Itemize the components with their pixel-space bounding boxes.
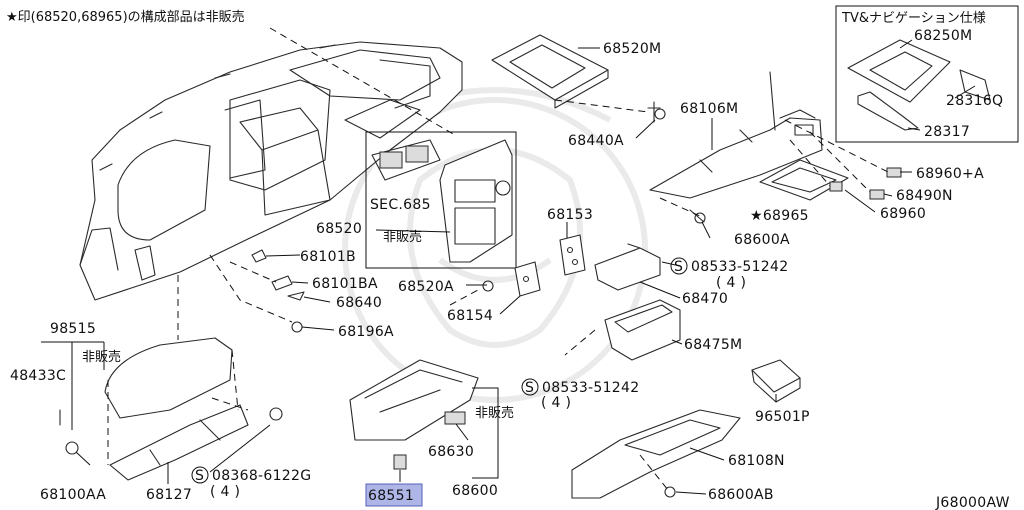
part-label-28316Q[interactable]: 28316Q: [946, 93, 1003, 109]
part-label-68600[interactable]: 68600: [452, 483, 498, 499]
lid-98515: [104, 337, 233, 419]
not-sold-label-glovebox: 非販売: [475, 405, 514, 421]
screw-symbol-b: S: [525, 380, 534, 396]
screw-spec-08533-a[interactable]: S 08533-51242 ( 4 ): [670, 257, 788, 291]
damper-68100AA: [65, 441, 79, 455]
part-label-68440A[interactable]: 68440A: [568, 133, 624, 149]
small-clips: [251, 249, 305, 333]
screw-68440A: [647, 101, 666, 123]
part-label-68101BA[interactable]: 68101BA: [312, 276, 378, 292]
part-label-68101B[interactable]: 68101B: [300, 249, 356, 265]
part-label-28317[interactable]: 28317: [924, 124, 970, 140]
latch-68551: [393, 454, 407, 470]
part-label-68551[interactable]: 68551: [368, 488, 414, 504]
part-label-68640[interactable]: 68640: [336, 295, 382, 311]
part-label-68470[interactable]: 68470: [682, 291, 728, 307]
frame-68127: [109, 404, 249, 481]
bracket-68153: [559, 234, 586, 276]
highlight-68551: [365, 483, 423, 507]
part-label-48433C[interactable]: 48433C: [10, 368, 66, 384]
screw-symbol-c: S: [195, 468, 204, 484]
part-label-08368-6122G[interactable]: 08368-6122G: [212, 468, 311, 484]
leader-lines: [41, 39, 976, 495]
note-text: ★印(68520,68965)の構成部品は非販売: [6, 9, 245, 25]
part-label-68520M[interactable]: 68520M: [603, 41, 661, 57]
diagram-code: J68000AW: [935, 495, 1010, 510]
part-label-96501P[interactable]: 96501P: [755, 409, 810, 425]
screw-symbol-a: S: [674, 259, 683, 275]
part-label-68600AB[interactable]: 68600AB: [708, 487, 774, 503]
tv-nav-box: [835, 5, 1019, 143]
quantity-c: ( 4 ): [210, 484, 240, 500]
screw-spec-08368[interactable]: S 08368-6122G ( 4 ): [191, 466, 311, 500]
part-label-08533-51242-b[interactable]: 08533-51242: [542, 380, 639, 396]
part-label-68100AA[interactable]: 68100AA: [40, 487, 106, 503]
bracket-68470: [594, 243, 661, 291]
lower-cover-68108N: [571, 409, 741, 499]
upper-finisher-68520M: [491, 34, 609, 109]
screw-68600AB: [664, 486, 676, 498]
part-label-68250M[interactable]: 68250M: [914, 28, 972, 44]
part-label-68600A[interactable]: 68600A: [734, 232, 790, 248]
clips-68960-68490N: [829, 167, 902, 200]
part-label-68965[interactable]: ★68965: [750, 208, 809, 224]
screw-spec-08533-b[interactable]: S 08533-51242 ( 4 ): [521, 378, 639, 411]
part-label-68630[interactable]: 68630: [428, 444, 474, 460]
part-label-68153[interactable]: 68153: [547, 207, 593, 223]
section-label-sec685[interactable]: SEC.685: [370, 197, 431, 213]
part-label-68490N[interactable]: 68490N: [896, 188, 953, 204]
part-label-68154[interactable]: 68154: [447, 308, 493, 324]
part-label-68127[interactable]: 68127: [146, 487, 192, 503]
cluster-finisher-box: [365, 131, 517, 269]
not-sold-label-cluster: 非販売: [383, 229, 422, 245]
assembly-lines: [107, 27, 889, 491]
part-label-68960[interactable]: 68960: [880, 206, 926, 222]
screw-68520A: [482, 280, 494, 292]
bracket-68154: [514, 261, 541, 297]
part-label-68196A[interactable]: 68196A: [338, 324, 394, 340]
tv-nav-spec-label: TV&ナビゲーション仕様: [841, 11, 986, 26]
console-bracket-68106M: [649, 71, 823, 199]
part-label-98515[interactable]: 98515: [50, 321, 96, 337]
part-label-68520A[interactable]: 68520A: [398, 279, 454, 295]
tray-68965: [759, 159, 849, 201]
instrument-panel-drawing: [79, 41, 463, 301]
quantity-b: ( 4 ): [541, 395, 571, 411]
part-label-68475M[interactable]: 68475M: [684, 337, 742, 353]
part-label-68960A-plus[interactable]: 68960+A: [916, 166, 984, 182]
quantity-a: ( 4 ): [716, 275, 746, 291]
glove-box-68600: [349, 359, 479, 441]
not-sold-label-lid: 非販売: [82, 349, 121, 365]
part-label-68106M[interactable]: 68106M: [680, 101, 738, 117]
part-label-08533-51242-a[interactable]: 08533-51242: [691, 259, 788, 275]
part-label-68520[interactable]: 68520: [316, 221, 362, 237]
screw-08368: [269, 407, 283, 421]
part-label-68108N[interactable]: 68108N: [728, 453, 785, 469]
screw-68600A: [689, 209, 706, 224]
pocket-68475M: [604, 299, 681, 361]
